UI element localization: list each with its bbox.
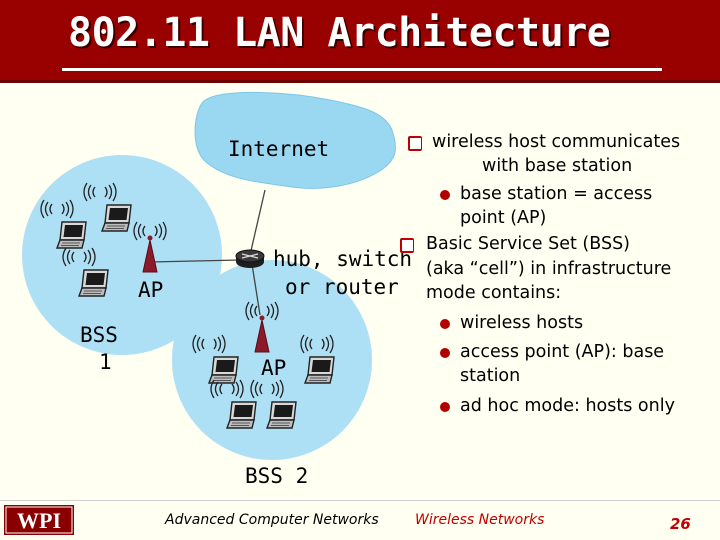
bss1-label-line1: BSS [80, 323, 118, 347]
bullet-1-sub-1-line1: base station = access [460, 184, 653, 204]
bss2-cell [172, 260, 372, 460]
bullet-2-line1: Basic Service Set (BSS) [426, 234, 631, 254]
architecture-diagram [22, 91, 396, 460]
bullet-1-line2: with base station [482, 156, 633, 176]
sub-bullet-marker [440, 348, 450, 358]
link-hub-ap1 [149, 259, 241, 263]
title-bar: 802.11 LAN Architecture [0, 0, 720, 83]
page-number: 26 [670, 515, 691, 533]
bullet-marker [400, 238, 414, 253]
footer-course: Advanced Computer Networks [165, 512, 379, 528]
bullet-marker [408, 136, 422, 151]
sub-bullet-marker [440, 190, 450, 200]
internet-cloud [194, 91, 396, 189]
bss2-ap-label: AP [261, 356, 287, 380]
sub-bullet-marker [440, 319, 450, 329]
hub-label-line2: or router [285, 275, 399, 299]
footer-topic: Wireless Networks [415, 512, 545, 528]
svg-text:WPI: WPI [17, 508, 61, 533]
slide-title: 802.11 LAN Architecture [68, 10, 611, 56]
bullet-2-sub-2-line1: access point (AP): base [460, 342, 665, 362]
router-icon [235, 249, 265, 268]
internet-label: Internet [228, 137, 330, 161]
bullet-2-sub-1: wireless hosts [460, 313, 584, 333]
bullet-2-sub-2-line2: station [460, 366, 521, 386]
bullet-2-sub-3: ad hoc mode: hosts only [460, 396, 675, 416]
bullet-1-line1: wireless host communicates [432, 132, 681, 152]
bss1-label-line2: 1 [99, 350, 112, 374]
footer-divider [0, 500, 720, 501]
link-hub-ap2 [251, 263, 261, 316]
sub-bullet-marker [440, 402, 450, 412]
bullet-2-line3: mode contains: [426, 283, 562, 303]
title-underline [62, 68, 662, 71]
bss2-label: BSS 2 [245, 464, 309, 488]
hub-label-line1: hub, switch [273, 247, 413, 271]
bullet-1-sub-1-line2: point (AP) [460, 208, 547, 228]
wpi-logo: WPI [4, 505, 74, 535]
bullet-2-line2: (aka “cell”) in infrastructure [426, 259, 672, 279]
bss1-ap-label: AP [138, 278, 164, 302]
link-internet-hub [249, 189, 266, 256]
